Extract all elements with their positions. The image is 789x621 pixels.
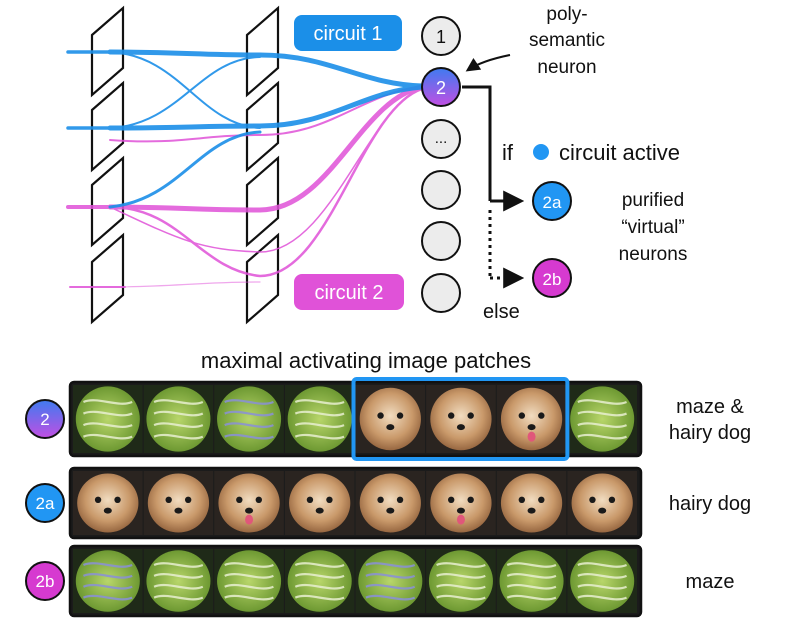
poly-line-3: neuron [537,57,596,78]
neuron-column: 1 2 ... [421,16,461,313]
neuron-2: 2 [421,67,461,107]
blue-dot-icon [533,144,549,160]
image-strip-row: 2 maze & hairy dog [25,377,751,461]
purified-line-3: neurons [619,244,688,265]
polysemantic-arrow [465,54,511,72]
row-caption: maze [686,571,735,593]
row-caption: hairy dog [669,493,751,515]
maze-patch [214,385,284,453]
image-strip-row: 2b maze [25,544,735,618]
neuron-4 [421,170,461,210]
layer-plane-b4 [245,232,280,325]
maze-patch [567,385,637,453]
dog-patch [426,471,496,535]
neuron-2-label: 2 [436,78,446,98]
maze-patch [355,549,426,613]
maze-patch [496,549,567,613]
circuit-2-path [107,84,425,213]
neuron-1-label: 1 [436,27,446,47]
maze-patch [284,385,355,453]
if-label: if [502,140,514,165]
dog-patch [496,385,567,453]
dog-patch [143,471,214,535]
image-strip-row: 2a hairy dog [25,466,751,540]
dog-patch [355,385,426,453]
circuit-2-path [109,281,261,288]
neuron-1: 1 [421,16,461,56]
poly-line-2: semantic [529,30,605,51]
row-badge: 2a [25,483,65,523]
neuron-5 [421,221,461,261]
maze-patch [214,549,284,613]
layer-plane-b1 [245,5,280,98]
maze-patch [567,549,637,613]
circuit-2-paths [66,84,425,288]
circuit-active-label: circuit active [559,140,680,165]
layer-plane-a3 [90,155,125,248]
layer-plane-a4 [90,232,125,325]
purified-label: purified “virtual” neurons [619,190,688,265]
layer-plane-b3 [245,155,280,248]
circuit-1-label-text: circuit 1 [314,23,383,45]
row-badge: 2 [25,399,65,439]
maze-patch [73,549,143,613]
circuit-2-path [109,87,423,253]
strip-title: maximal activating image patches [201,348,531,373]
maze-patch [426,549,496,613]
row-badge-label: 2 [40,410,49,429]
circuit-1-path [109,51,261,129]
dog-patch [284,471,355,535]
dog-patch [496,471,567,535]
row-badge: 2b [25,561,65,601]
virtual-neuron-2b-label: 2b [543,270,562,289]
neuron-ellipsis: ... [421,119,461,159]
dog-patch [355,471,426,535]
virtual-neuron-2a: 2a [532,181,572,221]
maze-patch [73,385,143,453]
virtual-neuron-2a-label: 2a [543,193,562,212]
circuit-1-path [108,130,262,209]
purified-line-1: purified [622,190,684,211]
row-caption: maze & [676,396,744,418]
circuit-2-label-text: circuit 2 [315,282,384,304]
circuit-1-path [109,56,261,129]
neuron-6 [421,273,461,313]
circuit-2-path [109,85,423,143]
polysemantic-label: poly- semantic neuron [529,4,605,78]
circuit-1-path [107,84,425,131]
row-badge-label: 2a [36,494,55,513]
row-caption: hairy dog [669,422,751,444]
image-strips: 2 maze & hairy dog 2a hairy dog 2b maze [25,377,751,618]
maze-patch [143,549,214,613]
virtual-neuron-2b: 2b [532,258,572,298]
dog-patch [426,385,496,453]
maze-patch [284,549,355,613]
dog-patch [567,471,637,535]
route-connector [462,85,492,201]
circuit-1-label: circuit 1 [294,15,402,51]
purified-line-2: “virtual” [621,217,684,238]
dog-patch [73,471,143,535]
else-label: else [483,301,520,323]
circuit-1-path [107,49,425,89]
dog-patch [214,471,284,535]
maze-patch [143,385,214,453]
highlight-box [351,377,570,461]
circuit-2-label: circuit 2 [294,274,404,310]
poly-line-1: poly- [546,4,587,25]
circuit-1-paths [66,49,425,209]
row-badge-label: 2b [36,572,55,591]
neuron-ellipsis-label: ... [435,130,448,147]
